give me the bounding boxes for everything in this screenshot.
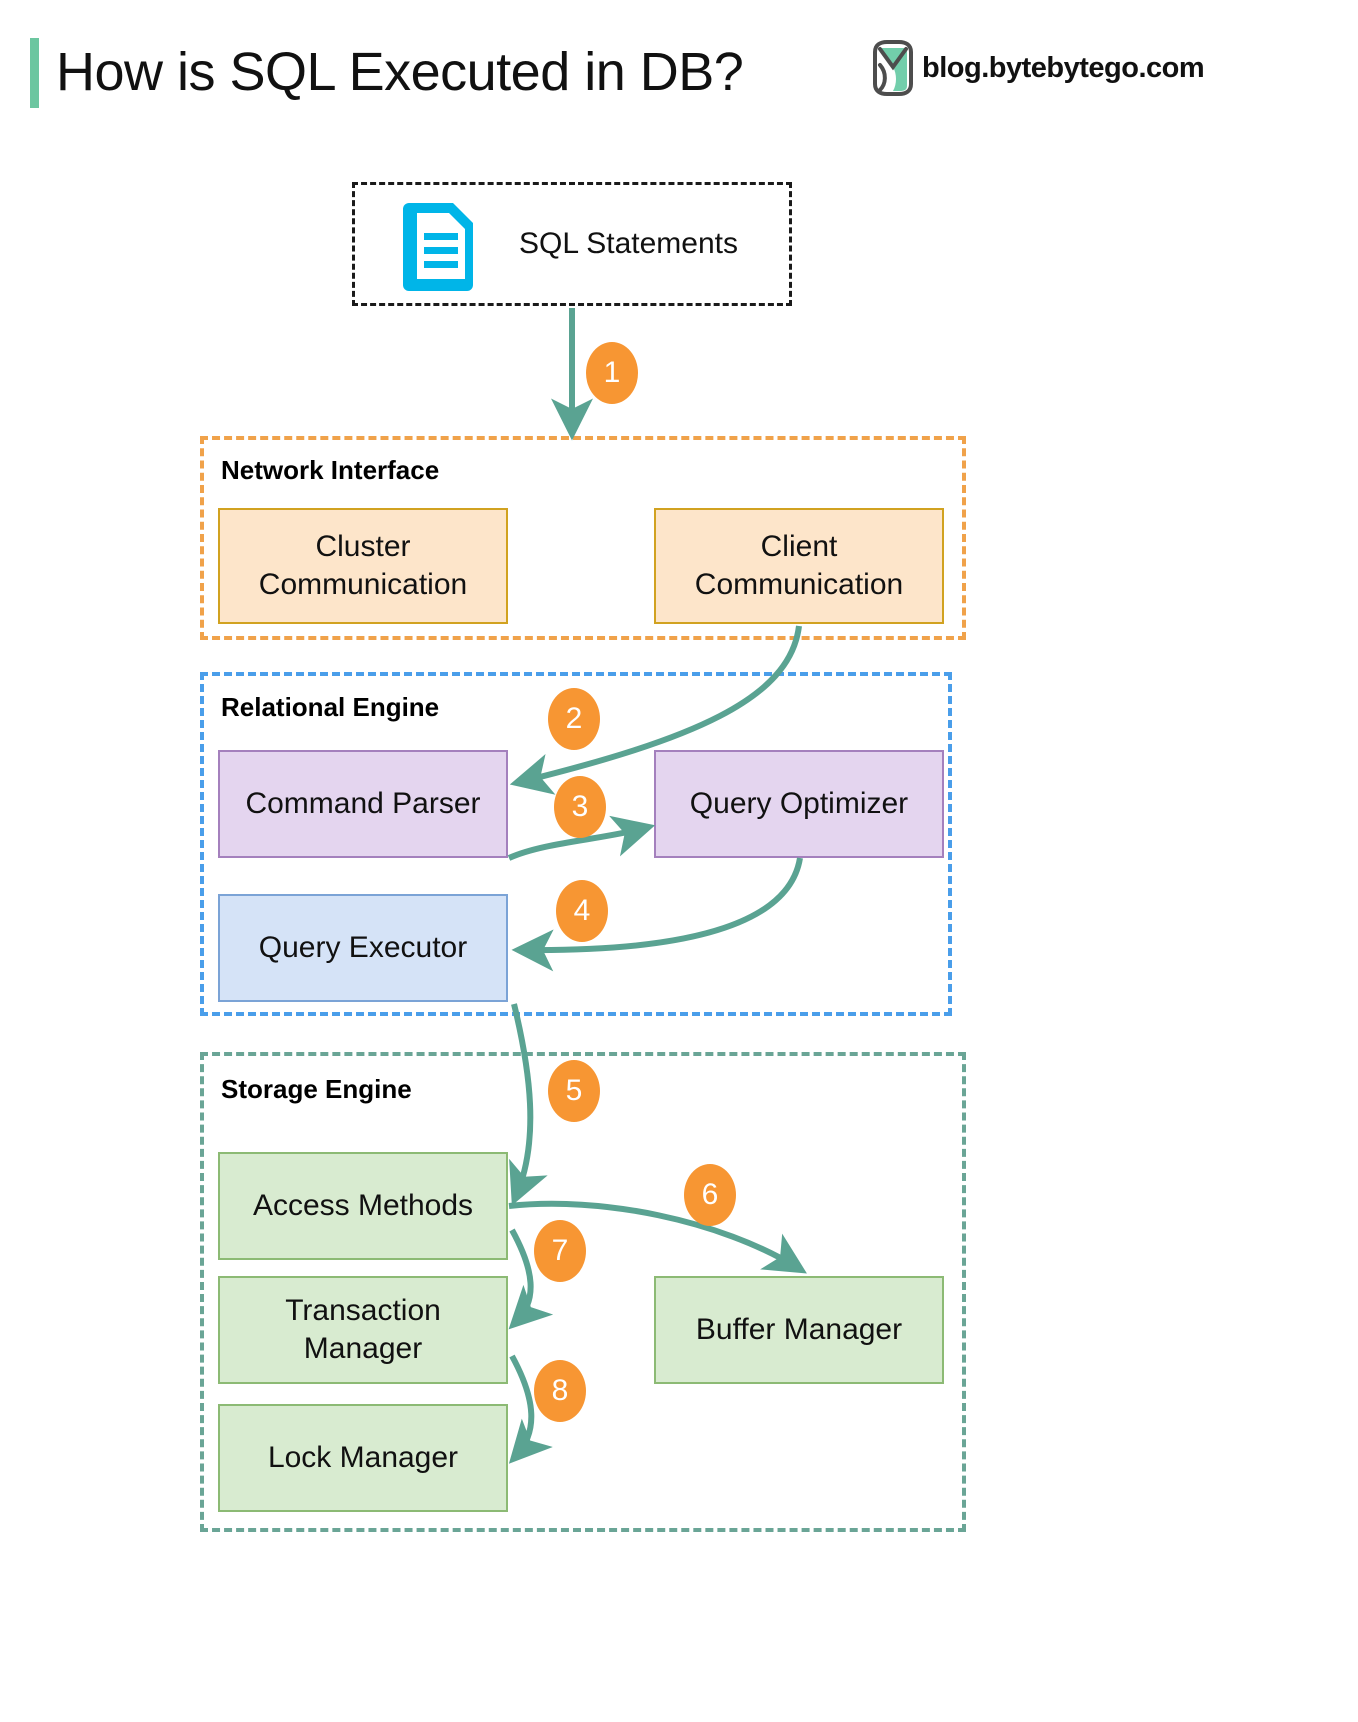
page-header: How is SQL Executed in DB? blog.bytebyte… bbox=[0, 0, 1358, 140]
node-client-communication[interactable]: Client Communication bbox=[654, 508, 944, 624]
node-query-optimizer[interactable]: Query Optimizer bbox=[654, 750, 944, 858]
step-badge-5: 5 bbox=[548, 1060, 600, 1122]
node-transaction-manager[interactable]: Transaction Manager bbox=[218, 1276, 508, 1384]
step-badge-3: 3 bbox=[554, 776, 606, 838]
node-buffer-manager[interactable]: Buffer Manager bbox=[654, 1276, 944, 1384]
step-badge-1: 1 bbox=[586, 342, 638, 404]
node-access-methods[interactable]: Access Methods bbox=[218, 1152, 508, 1260]
section-title-network-interface: Network Interface bbox=[221, 455, 440, 485]
sql-statements-label: SQL Statements bbox=[519, 227, 738, 260]
section-title-relational-engine: Relational Engine bbox=[221, 692, 440, 722]
brand-text: blog.bytebytego.com bbox=[922, 51, 1205, 84]
step-badge-8: 8 bbox=[534, 1360, 586, 1422]
step-badge-4: 4 bbox=[556, 880, 608, 942]
document-icon bbox=[403, 203, 473, 291]
step-badge-7: 7 bbox=[534, 1220, 586, 1282]
node-query-executor[interactable]: Query Executor bbox=[218, 894, 508, 1002]
title-accent-bar bbox=[30, 38, 39, 108]
node-lock-manager[interactable]: Lock Manager bbox=[218, 1404, 508, 1512]
step-badge-6: 6 bbox=[684, 1164, 736, 1226]
sql-statements-box: SQL Statements bbox=[352, 182, 792, 306]
node-cluster-communication[interactable]: Cluster Communication bbox=[218, 508, 508, 624]
section-storage-engine bbox=[200, 1052, 966, 1532]
bytebytego-logo-icon bbox=[873, 40, 913, 96]
section-title-storage-engine: Storage Engine bbox=[221, 1074, 412, 1104]
step-badge-2: 2 bbox=[548, 688, 600, 750]
node-command-parser[interactable]: Command Parser bbox=[218, 750, 508, 858]
page-title: How is SQL Executed in DB? bbox=[56, 42, 744, 102]
brand-watermark: blog.bytebytego.com bbox=[870, 40, 1205, 96]
